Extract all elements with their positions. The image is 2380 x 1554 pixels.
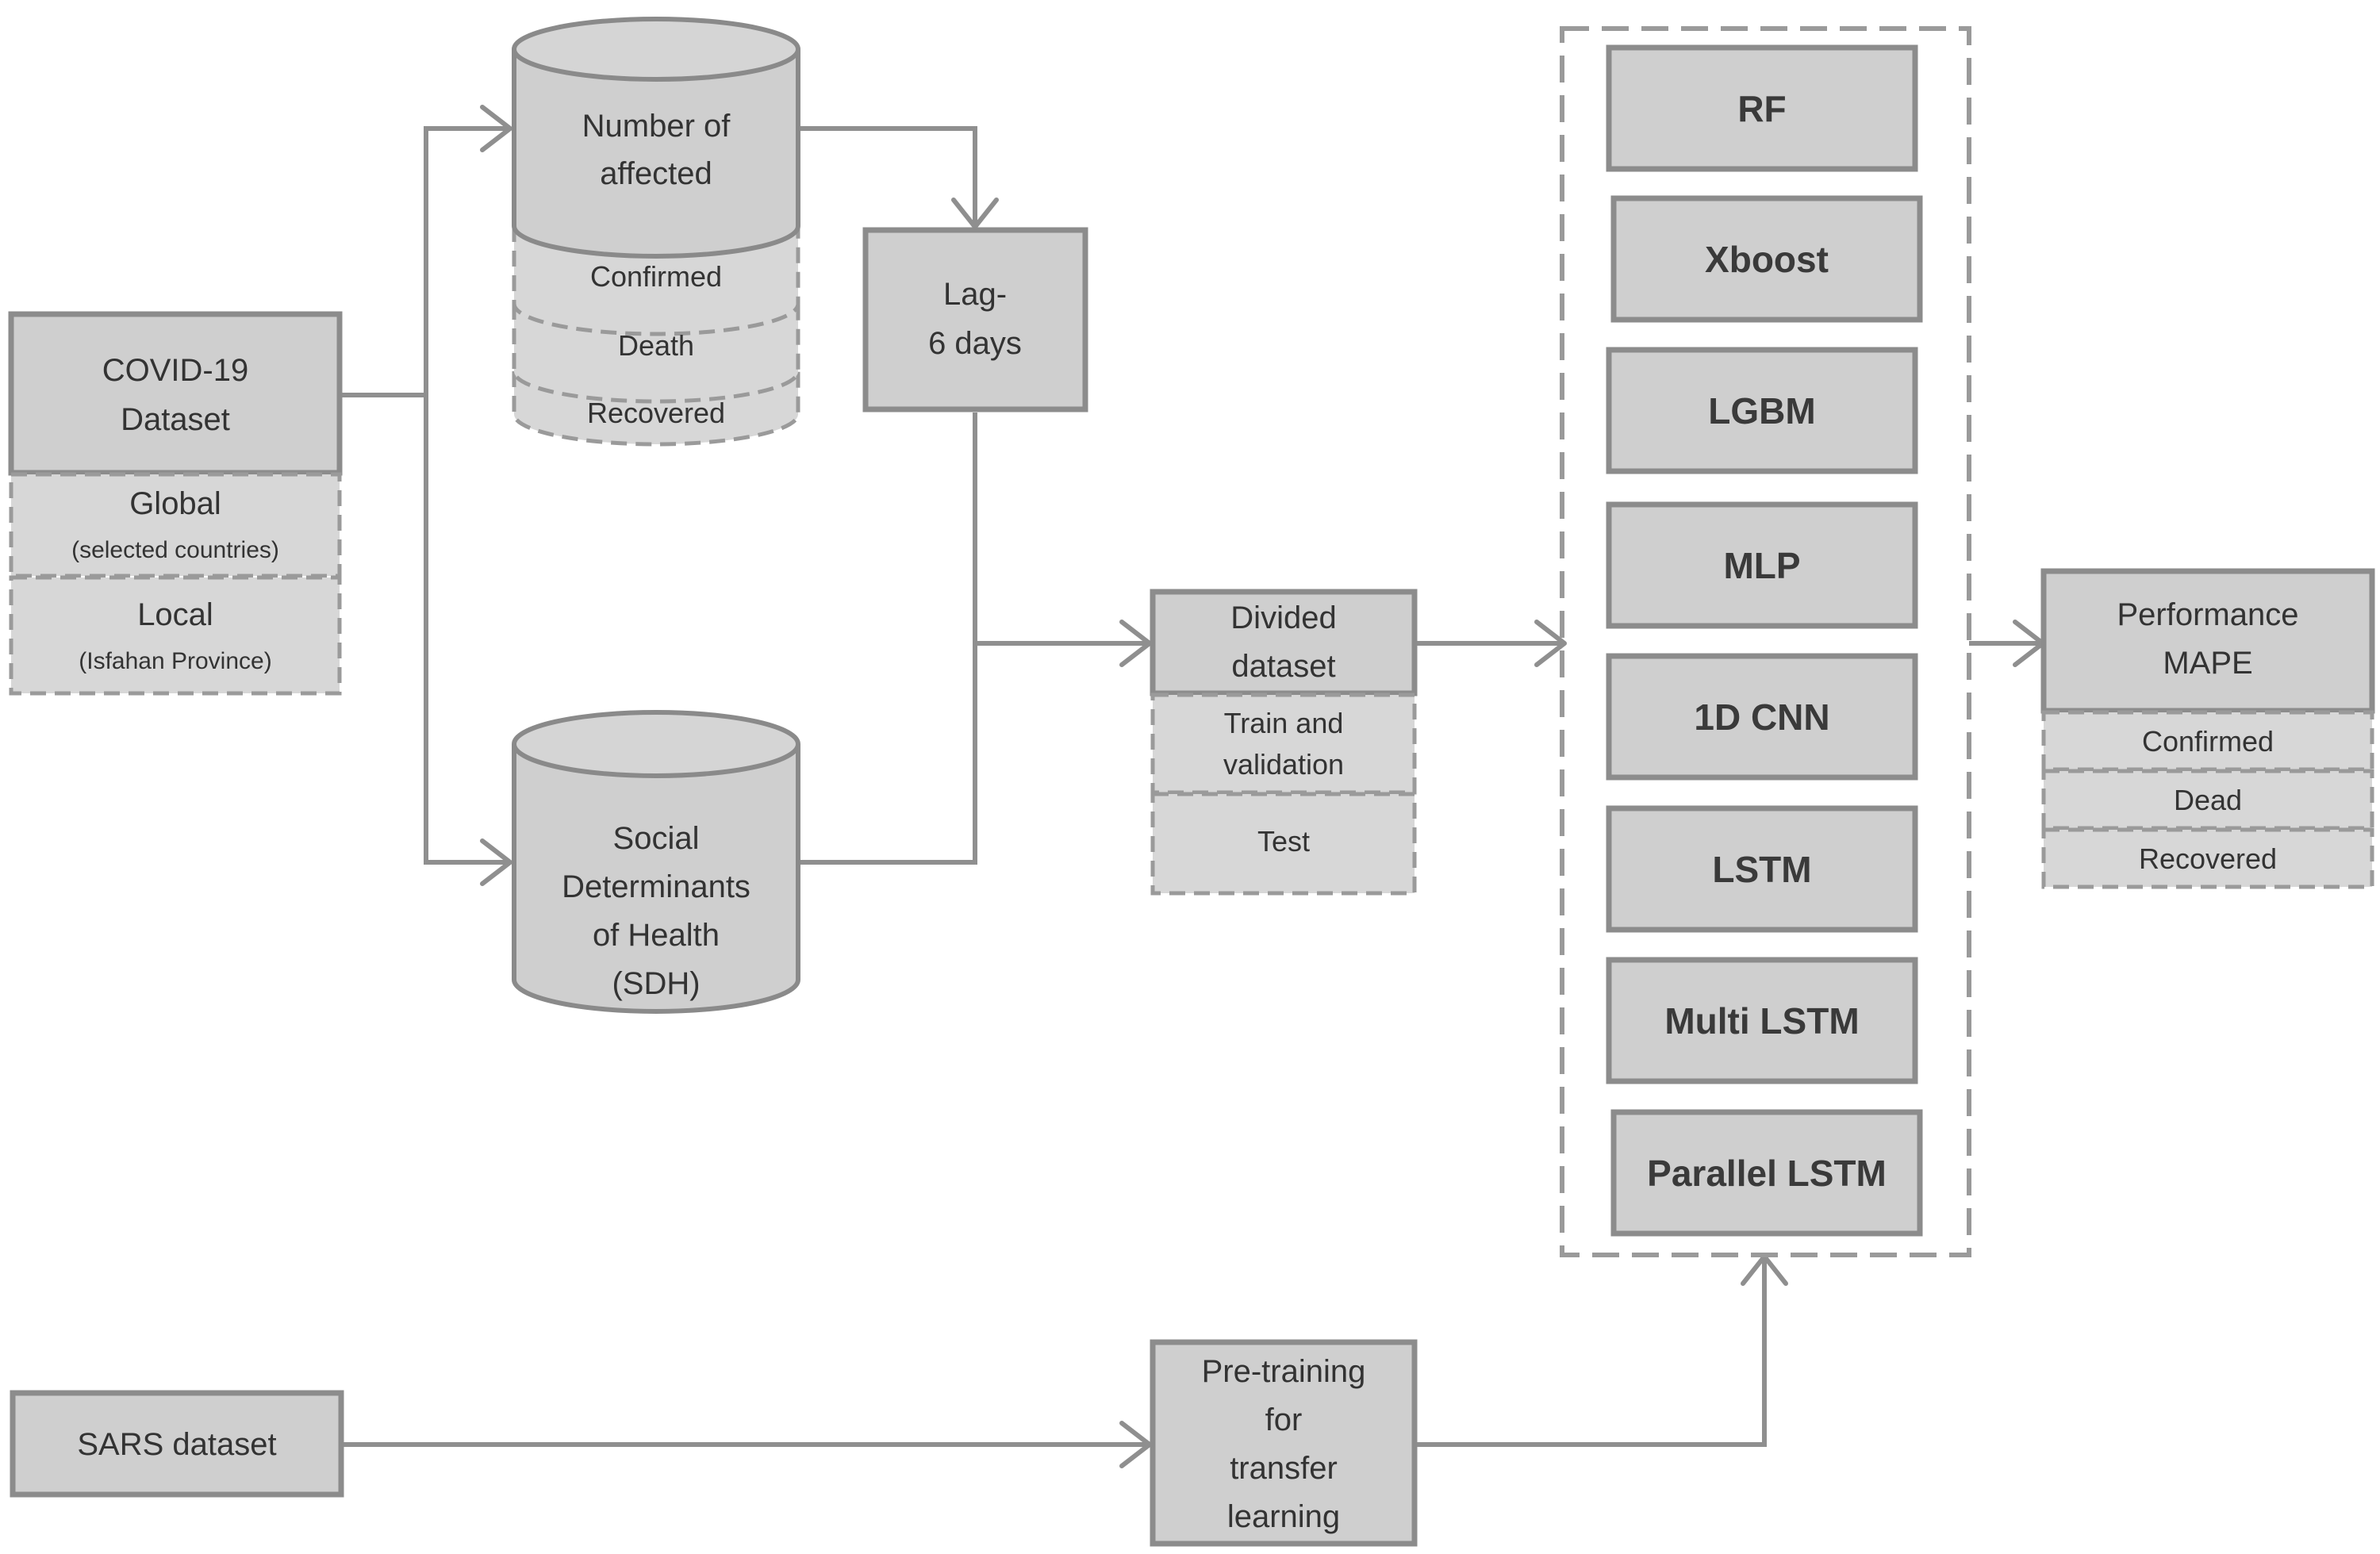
connector-covid-branch [340, 126, 508, 865]
arrowhead-models [1534, 620, 1567, 667]
performance-group: Performance MAPE Confirmed Dead Recovere… [2040, 568, 2375, 889]
covid-global-note: (selected countries) [71, 537, 279, 563]
arrowhead-lag [951, 198, 999, 229]
affected-title-line1: Number of [582, 109, 731, 144]
divided-line2: dataset [1231, 649, 1335, 684]
model-box-lgbm [1606, 347, 1918, 474]
divided-train-box [1150, 693, 1417, 795]
divided-train-line1: Train and [1224, 707, 1344, 739]
sdh-line1: Social [613, 821, 700, 856]
lag-line1: Lag- [943, 277, 1007, 312]
model-box-rf [1606, 44, 1918, 172]
sdh-top [512, 710, 800, 778]
performance-line1: Performance [2117, 597, 2299, 632]
affected-confirmed: Confirmed [590, 260, 722, 293]
connector-pretrain-models [1415, 1258, 1767, 1447]
performance-confirmed-box [2041, 710, 2374, 772]
pretrain-line4: learning [1227, 1499, 1340, 1534]
sars-dataset-box [10, 1390, 344, 1498]
divided-train-line2: validation [1223, 748, 1344, 781]
sars-group: SARS dataset [10, 1390, 344, 1498]
performance-dead: Dead [2174, 784, 2242, 816]
divided-dataset-box [1150, 589, 1418, 696]
performance-dead-box [2041, 769, 2374, 831]
model-box-mlp [1606, 501, 1918, 629]
lag-line2: 6 days [928, 326, 1022, 361]
affected-body [512, 49, 800, 259]
model-label-lgbm: LGBM [1708, 390, 1815, 432]
model-box-lstm [1606, 805, 1918, 933]
pretrain-line2: for [1265, 1402, 1303, 1437]
lag-box [862, 227, 1088, 412]
performance-confirmed: Confirmed [2142, 725, 2274, 758]
affected-top [512, 17, 800, 82]
sdh-line3: of Health [593, 918, 720, 953]
model-label-parallel-lstm: Parallel LSTM [1647, 1153, 1887, 1194]
performance-line2: MAPE [2163, 646, 2252, 681]
affected-cylinder: Number of affected Confirmed Death Recov… [512, 17, 800, 447]
sdh-cylinder: Social Determinants of Health (SDH) [512, 710, 800, 1014]
divided-dataset-group: Divided dataset Train and validation Tes… [1150, 589, 1418, 896]
pretrain-box [1150, 1339, 1418, 1547]
model-box-xboost [1610, 195, 1923, 323]
divided-test: Test [1257, 825, 1310, 858]
arrowhead-sdh [480, 838, 512, 886]
covid-dataset-group: COVID-19 Dataset Global (selected countr… [8, 311, 343, 696]
connector-lag-divided [798, 412, 1149, 865]
covid-local-label: Local [137, 597, 213, 632]
sdh-line4: (SDH) [612, 966, 700, 1001]
pretrain-line3: transfer [1230, 1451, 1338, 1486]
affected-title-line2: affected [600, 156, 712, 191]
models-group: RF Xboost LGBM MLP 1D CNN LSTM Multi LST… [1560, 26, 1971, 1257]
model-label-multi-lstm: Multi LSTM [1664, 1000, 1859, 1042]
model-label-rf: RF [1737, 88, 1786, 129]
covid-global-label: Global [129, 486, 221, 521]
performance-recovered: Recovered [2139, 842, 2277, 875]
model-label-1d-cnn: 1D CNN [1694, 696, 1829, 738]
pretrain-group: Pre-training for transfer learning [1150, 1339, 1418, 1547]
covid-local-box [9, 575, 342, 696]
covid-local-note: (Isfahan Province) [79, 648, 271, 674]
model-label-xboost: Xboost [1705, 239, 1829, 280]
lag-group: Lag- 6 days [862, 227, 1088, 412]
connector-affected-lag [798, 126, 977, 224]
affected-recovered: Recovered [587, 397, 725, 429]
covid-dataset-box [8, 311, 343, 476]
covid-dataset-title-line1: COVID-19 [102, 353, 249, 388]
sars-dataset-label: SARS dataset [77, 1427, 276, 1462]
arrowhead-divided [1119, 620, 1152, 667]
model-box-1d-cnn [1606, 653, 1918, 781]
models-list: RF Xboost LGBM MLP 1D CNN LSTM Multi LST… [1606, 44, 1923, 1237]
arrowhead-affected [480, 105, 512, 152]
models-frame [1560, 26, 1971, 1257]
arrowhead-pretrain [1119, 1421, 1152, 1468]
pretrain-line1: Pre-training [1202, 1354, 1366, 1389]
sdh-line2: Determinants [562, 869, 750, 904]
covid-dataset-title-line2: Dataset [121, 402, 230, 437]
affected-death: Death [618, 329, 694, 362]
divided-test-box [1150, 792, 1417, 896]
performance-box [2040, 568, 2375, 714]
performance-recovered-box [2041, 827, 2374, 889]
sdh-body [512, 744, 800, 1014]
divided-line1: Divided [1230, 600, 1336, 635]
model-label-mlp: MLP [1723, 545, 1800, 586]
model-box-parallel-lstm [1610, 1109, 1923, 1237]
model-box-multi-lstm [1606, 957, 1918, 1084]
covid-global-box [9, 472, 342, 578]
model-label-lstm: LSTM [1712, 849, 1811, 890]
